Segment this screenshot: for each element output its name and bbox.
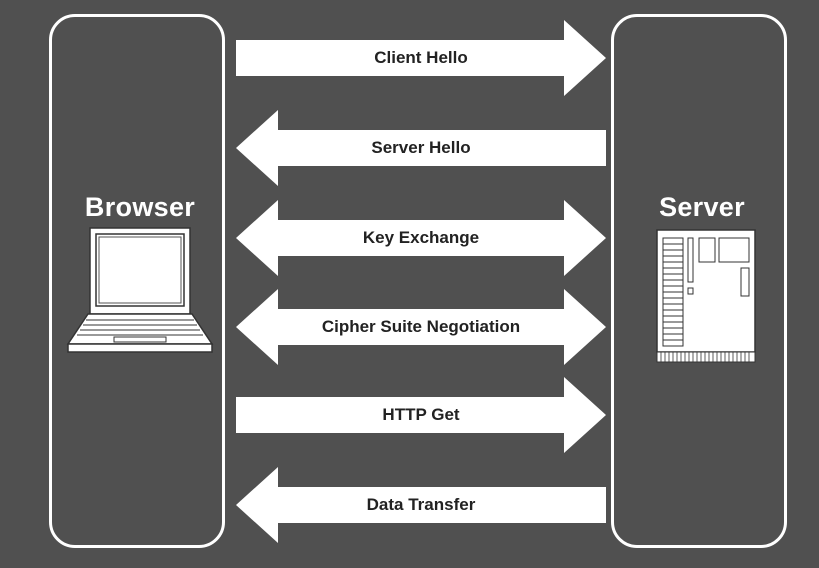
message-client-hello: Client Hello [232,16,610,100]
server-panel [611,14,787,548]
message-cipher-suite-negotiation: Cipher Suite Negotiation [232,285,610,369]
message-data-transfer: Data Transfer [232,463,610,547]
message-label: Data Transfer [366,495,476,514]
message-label: Server Hello [371,138,471,157]
double-arrow-icon [236,289,606,365]
message-server-hello: Server Hello [232,106,610,190]
laptop-icon [66,227,214,353]
arrow-right-icon [236,20,606,96]
browser-title: Browser [84,192,196,222]
message-label: Client Hello [374,48,468,67]
arrow-left-icon [236,467,606,543]
message-http-get: HTTP Get [232,373,610,457]
message-label: Key Exchange [362,228,480,247]
message-label: HTTP Get [382,405,460,424]
message-label: Cipher Suite Negotiation [321,317,521,336]
arrow-left-icon [236,110,606,186]
server-board-icon [656,229,756,363]
browser-panel [49,14,225,548]
double-arrow-icon [236,200,606,276]
message-key-exchange: Key Exchange [232,196,610,280]
server-title: Server [659,192,745,222]
arrow-right-icon [236,377,606,453]
